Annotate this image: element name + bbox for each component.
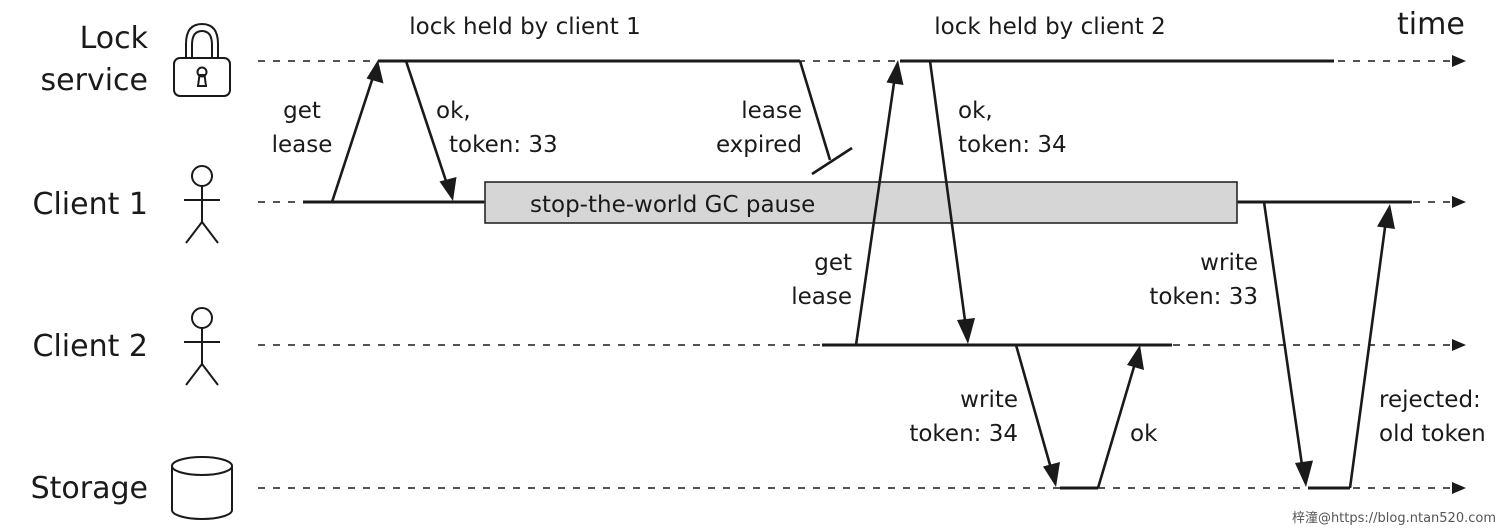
message-label-line: rejected: xyxy=(1379,387,1481,413)
message-label-line: token: 33 xyxy=(449,132,558,158)
message-label-line: lease xyxy=(741,98,802,124)
message-label-line: token: 34 xyxy=(909,421,1018,447)
message-lease-expired xyxy=(798,60,853,176)
person-icon xyxy=(184,307,220,386)
lane-label-client-1: Client 1 xyxy=(33,187,148,222)
lane-label-client-2: Client 2 xyxy=(33,329,148,364)
database-icon xyxy=(171,456,233,520)
message-label-line: ok, xyxy=(436,98,471,124)
message-label-line: ok, xyxy=(958,98,993,124)
message-c1-write-token-33 xyxy=(1262,201,1313,487)
timeline-lock-service xyxy=(258,55,1466,67)
message-c1-get-lease xyxy=(330,60,384,203)
message-storage-rejected xyxy=(1348,204,1395,489)
message-label-storage-ok: ok xyxy=(1130,421,1158,447)
message-label-c1-write-token-33: write token: 33 xyxy=(1149,250,1258,310)
message-label-line: write xyxy=(960,387,1018,413)
message-label-line: old token xyxy=(1379,421,1486,447)
message-c2-get-lease xyxy=(854,60,904,346)
lock-period-label-client-2: lock held by client 2 xyxy=(934,14,1165,40)
gc-pause-label: stop-the-world GC pause xyxy=(530,192,815,218)
message-label-c2-get-lease: get lease xyxy=(791,250,852,310)
message-label-line: get xyxy=(283,98,321,124)
message-label-line: token: 33 xyxy=(1149,284,1258,310)
gc-pause-bar: stop-the-world GC pause xyxy=(484,181,1238,224)
timeline-client-2 xyxy=(258,339,1466,351)
time-axis-label: time xyxy=(1397,7,1465,42)
message-label-line: write xyxy=(1200,250,1258,276)
lane-label-line: Lock xyxy=(80,21,149,56)
message-label-storage-rejected: rejected: old token xyxy=(1379,387,1486,447)
lock-period-label-client-1: lock held by client 1 xyxy=(409,14,640,40)
lane-label-line: service xyxy=(41,63,148,98)
message-c2-write-token-34 xyxy=(1014,344,1060,487)
message-label-line: token: 34 xyxy=(958,132,1067,158)
padlock-icon xyxy=(173,22,231,97)
lane-label-lock-service: Lock service xyxy=(41,21,149,98)
person-icon xyxy=(184,165,220,244)
message-label-c2-write-token-34: write token: 34 xyxy=(909,387,1018,447)
message-label-line: lease xyxy=(272,132,333,158)
message-label-line: get xyxy=(814,250,852,276)
watermark: 梓潼@https://blog.ntan520.com xyxy=(1292,510,1496,526)
message-storage-ok xyxy=(1096,345,1144,489)
message-label-c1-get-lease: get lease xyxy=(272,98,333,158)
message-label-c1-ok-token-33: ok, token: 33 xyxy=(436,98,558,158)
message-label-c2-ok-token-34: ok, token: 34 xyxy=(958,98,1067,158)
timeline-storage xyxy=(258,482,1466,494)
message-label-line: lease xyxy=(791,284,852,310)
lane-label-storage: Storage xyxy=(31,471,148,506)
message-label-lease-expired: lease expired xyxy=(716,98,802,158)
message-c1-ok-token-33 xyxy=(404,60,457,201)
message-label-line: expired xyxy=(716,132,802,158)
message-c2-ok-token-34 xyxy=(928,60,975,344)
